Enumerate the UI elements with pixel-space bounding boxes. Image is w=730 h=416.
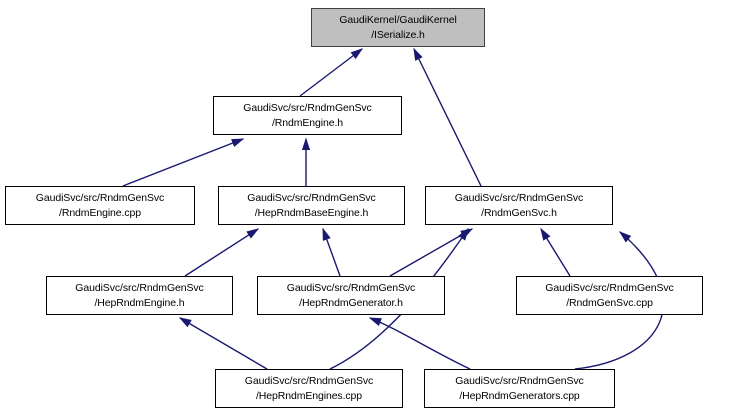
node-label-line2: /HepRndmEngine.h — [94, 296, 185, 309]
node-heprndmgenerators_cpp[interactable]: GaudiSvc/src/RndmGenSvc/HepRndmGenerator… — [424, 369, 615, 408]
node-label-line1: GaudiSvc/src/RndmGenSvc — [244, 374, 374, 387]
edge-heprndmgenerators_cpp-to-heprndmgenerator_h — [368, 317, 471, 370]
node-label-line1: GaudiKernel/GaudiKernel — [339, 13, 457, 26]
node-heprndmgenerator_h[interactable]: GaudiSvc/src/RndmGenSvc/HepRndmGenerator… — [257, 276, 445, 315]
node-heprndmengines_cpp[interactable]: GaudiSvc/src/RndmGenSvc/HepRndmEngines.c… — [215, 369, 403, 408]
node-label-line2: /RndmEngine.h — [271, 116, 344, 129]
edge-heprndmgenerator_h-to-rndmgensvc_h — [389, 228, 474, 277]
node-label-line1: GaudiSvc/src/RndmGenSvc — [286, 281, 416, 294]
edge-rndmengine_h-to-iserialize — [299, 48, 364, 97]
edge-heprndmengines_cpp-to-heprndmengine_h — [178, 317, 268, 370]
node-label-line1: GaudiSvc/src/RndmGenSvc — [247, 191, 376, 204]
edge-heprndmengine_h-to-heprndmbaseengine_h — [184, 228, 260, 277]
node-label-line2: /RndmGenSvc.cpp — [566, 296, 653, 309]
node-label-line1: GaudiSvc/src/RndmGenSvc — [454, 191, 584, 204]
node-label-line1: GaudiSvc/src/RndmGenSvc — [545, 281, 674, 294]
node-label-line1: GaudiSvc/src/RndmGenSvc — [75, 281, 204, 294]
node-heprndmengine_h[interactable]: GaudiSvc/src/RndmGenSvc/HepRndmEngine.h — [46, 276, 233, 315]
node-label-line2: /ISerialize.h — [371, 28, 425, 41]
node-label-line2: /RndmEngine.cpp — [59, 206, 141, 219]
node-label-line2: /RndmGenSvc.h — [481, 206, 557, 219]
edge-rndmgensvc_h-to-iserialize — [413, 47, 482, 187]
node-rndmengine_h[interactable]: GaudiSvc/src/RndmGenSvc/RndmEngine.h — [213, 96, 402, 135]
node-iserialize[interactable]: GaudiKernel/GaudiKernel/ISerialize.h — [311, 8, 485, 47]
node-label-line2: /HepRndmEngines.cpp — [255, 389, 363, 402]
node-rndmgensvc_cpp[interactable]: GaudiSvc/src/RndmGenSvc/RndmGenSvc.cpp — [516, 276, 703, 315]
node-rndmgensvc_h[interactable]: GaudiSvc/src/RndmGenSvc/RndmGenSvc.h — [425, 186, 613, 225]
edge-rndmgensvc_cpp-to-rndmgensvc_h — [540, 227, 571, 277]
node-label-line1: GaudiSvc/src/RndmGenSvc — [35, 191, 165, 204]
edge-heprndmgenerator_h-to-heprndmbaseengine_h — [322, 227, 341, 277]
node-label-line2: /HepRndmBaseEngine.h — [254, 206, 369, 219]
node-label-line2: /HepRndmGenerator.h — [299, 296, 403, 309]
node-label-line2: /HepRndmGenerators.cpp — [459, 389, 580, 402]
node-label-line1: GaudiSvc/src/RndmGenSvc — [455, 374, 584, 387]
edge-rndmengine_cpp-to-rndmengine_h — [122, 138, 245, 187]
node-rndmengine_cpp[interactable]: GaudiSvc/src/RndmGenSvc/RndmEngine.cpp — [5, 186, 195, 225]
node-label-line1: GaudiSvc/src/RndmGenSvc — [243, 101, 372, 114]
node-heprndmbaseengine_h[interactable]: GaudiSvc/src/RndmGenSvc/HepRndmBaseEngin… — [218, 186, 405, 225]
